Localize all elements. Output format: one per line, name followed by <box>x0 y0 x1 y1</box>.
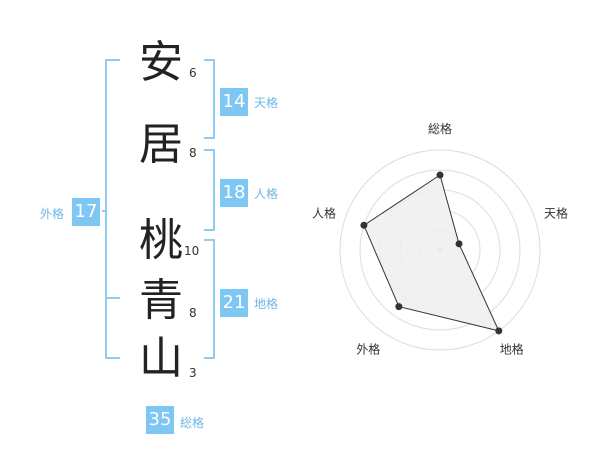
jinkaku-bracket <box>204 149 215 231</box>
given-strokes-1: 10 <box>184 244 200 258</box>
radar-ring <box>339 149 541 351</box>
gaikaku-bracket <box>105 59 120 359</box>
radar-point <box>360 221 368 229</box>
radar-axis-label: 外格 <box>356 342 380 357</box>
radar-point <box>436 171 444 179</box>
radar-area <box>363 174 500 332</box>
given-char-1: 桃 <box>139 215 183 266</box>
radar-point <box>455 240 463 248</box>
surname-char-1: 安 <box>139 37 183 88</box>
radar-ring <box>359 169 521 331</box>
soukaku-label: 総格 <box>180 416 205 430</box>
tenkaku-bracket <box>204 59 215 139</box>
radar-point <box>495 327 503 335</box>
tenkaku-label: 天格 <box>254 96 279 110</box>
chikaku-value-badge: 21 <box>220 289 248 317</box>
given-strokes-2: 8 <box>189 306 197 320</box>
tenkaku-value-badge: 14 <box>220 88 248 116</box>
radar-axis-label: 人格 <box>312 205 336 220</box>
chikaku-bracket <box>204 239 215 359</box>
jinkaku-label: 人格 <box>254 187 279 201</box>
radar-axis-label: 天格 <box>544 205 568 220</box>
given-char-2: 青 <box>139 275 183 326</box>
radar-point <box>395 303 403 311</box>
chikaku-label: 地格 <box>254 297 279 311</box>
gaikaku-value-badge: 17 <box>72 198 100 226</box>
radar-axis-label: 総格 <box>428 121 452 136</box>
surname-strokes-1: 6 <box>189 66 197 80</box>
radar-axis-label: 地格 <box>500 342 524 357</box>
given-strokes-3: 3 <box>189 366 197 380</box>
surname-char-2: 居 <box>139 119 183 170</box>
surname-strokes-2: 8 <box>189 146 197 160</box>
gaikaku-label: 外格 <box>40 207 65 221</box>
given-char-3: 山 <box>139 333 183 384</box>
soukaku-value-badge: 35 <box>146 406 174 434</box>
jinkaku-value-badge: 18 <box>220 179 248 207</box>
